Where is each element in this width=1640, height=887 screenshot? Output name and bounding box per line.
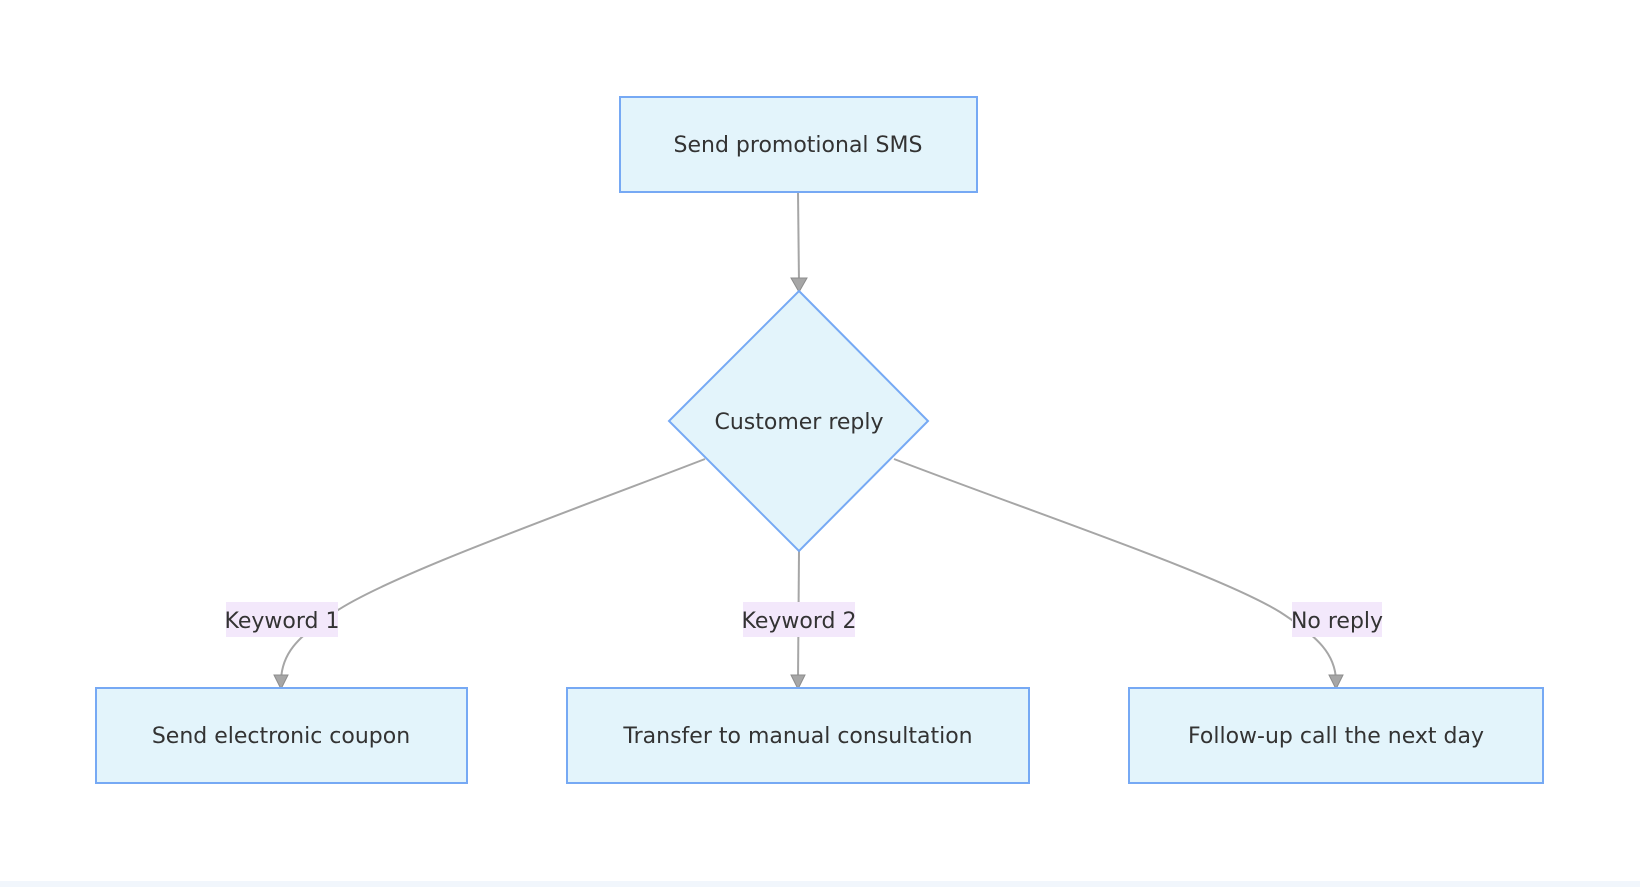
edge-label-keyword-1: Keyword 1 bbox=[225, 602, 340, 637]
arrowhead-manual bbox=[790, 674, 806, 691]
arrowhead-coupon bbox=[273, 674, 289, 691]
edge-decision-to-followup bbox=[893, 458, 1337, 681]
edge-label-text: Keyword 2 bbox=[742, 609, 857, 634]
edge-label-keyword-2: Keyword 2 bbox=[742, 602, 857, 637]
node-send-promotional-sms[interactable]: Send promotional SMS bbox=[619, 96, 978, 193]
node-transfer-to-manual-consultation[interactable]: Transfer to manual consultation bbox=[566, 687, 1030, 784]
arrowhead-followup bbox=[1328, 674, 1344, 691]
node-label: Send promotional SMS bbox=[674, 133, 923, 158]
node-label: Customer reply bbox=[714, 410, 883, 435]
node-label: Transfer to manual consultation bbox=[622, 724, 972, 749]
node-label: Send electronic coupon bbox=[152, 724, 410, 749]
edge-label-text: No reply bbox=[1291, 609, 1383, 634]
edge-start-to-decision bbox=[797, 191, 800, 284]
node-label: Follow-up call the next day bbox=[1188, 724, 1484, 749]
node-customer-reply[interactable]: Customer reply bbox=[667, 289, 930, 553]
edge-label-no-reply: No reply bbox=[1291, 602, 1383, 637]
edge-label-text: Keyword 1 bbox=[225, 609, 340, 634]
bottom-strip bbox=[0, 881, 1640, 887]
node-send-electronic-coupon[interactable]: Send electronic coupon bbox=[95, 687, 468, 784]
arrowhead-decision bbox=[790, 277, 808, 294]
edge-decision-to-coupon bbox=[280, 458, 706, 681]
edges bbox=[273, 191, 1344, 691]
node-follow-up-call[interactable]: Follow-up call the next day bbox=[1128, 687, 1544, 784]
